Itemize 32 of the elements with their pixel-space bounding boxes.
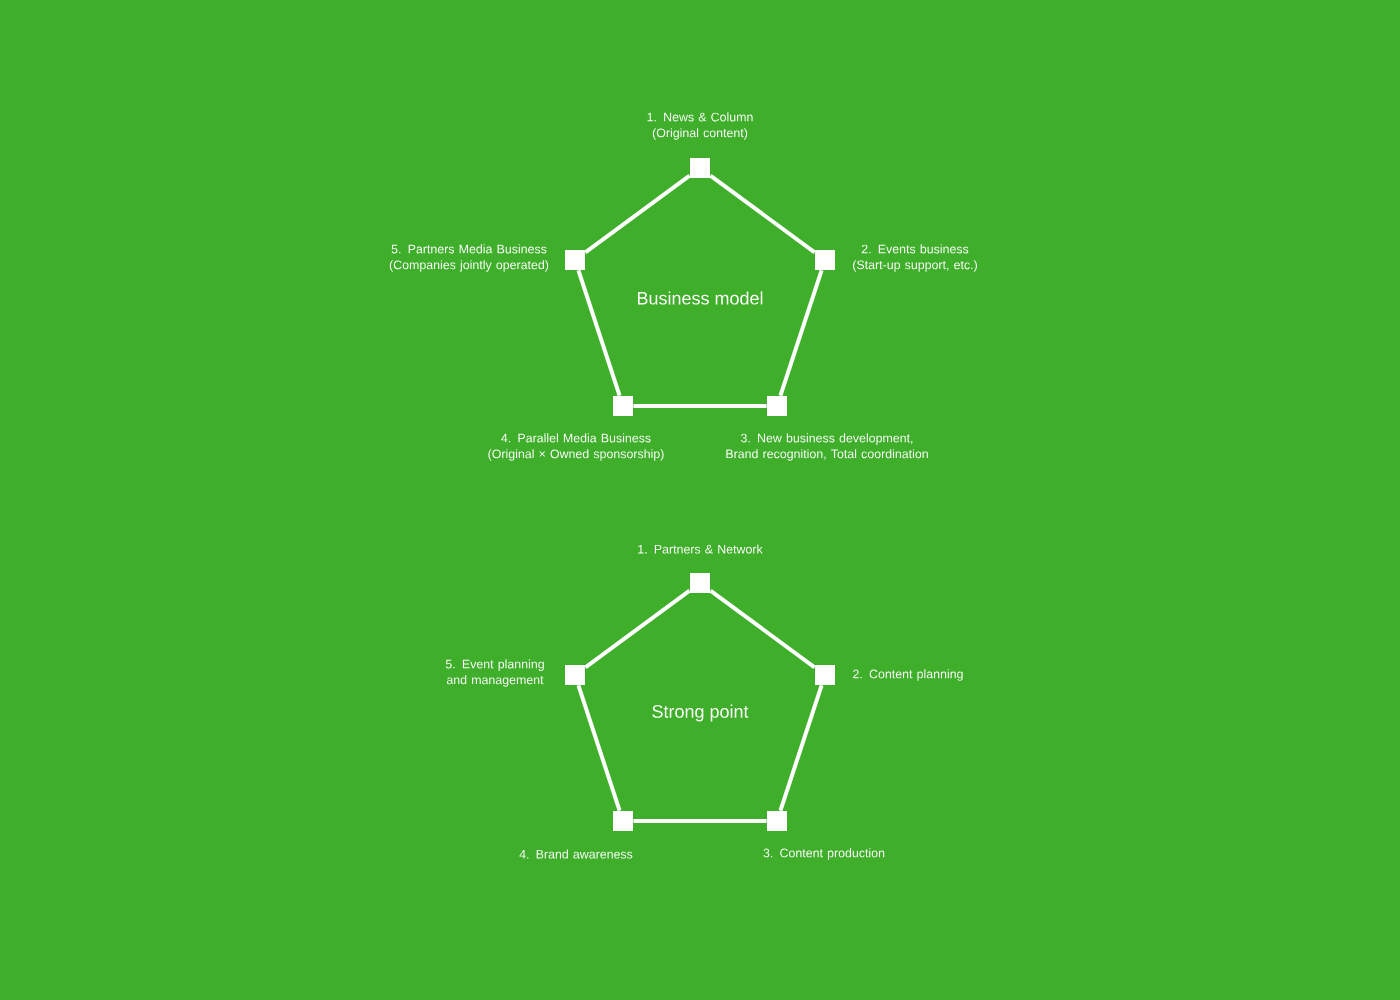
pentagon-side [709, 174, 816, 254]
pentagon-side [584, 589, 691, 669]
square-marker [815, 250, 835, 270]
center-title: Business model [637, 291, 763, 305]
square-marker [565, 250, 585, 270]
pentagon-side [709, 589, 816, 669]
square-marker [690, 573, 710, 593]
square-marker [815, 665, 835, 685]
square-marker [767, 811, 787, 831]
pentagon-side [584, 174, 691, 254]
square-marker [565, 665, 585, 685]
square-marker [613, 811, 633, 831]
pentagon-side [633, 819, 767, 823]
point-label: 1. News & Column (Original content) [647, 112, 753, 140]
point-label: 4. Brand awareness [519, 849, 633, 859]
square-marker [767, 396, 787, 416]
center-title: Strong point [652, 704, 749, 722]
point-label: 2. Events business (Start-up support, etc.) [853, 244, 977, 272]
pentagon-side [633, 404, 767, 408]
point-label: 2. Content planning [853, 669, 963, 681]
point-label: 1. Partners & Network [638, 544, 763, 554]
point-label: 5. Event planning and management [445, 659, 544, 687]
point-label: 4. Parallel Media Business (Original × Owned sponsorship) [488, 433, 664, 461]
point-label: 3. New business development, Brand recognition, Total coordination [726, 433, 928, 461]
point-label: 3. Content production [763, 848, 885, 860]
point-label: 5. Partners Media Business (Companies jointly operated) [389, 244, 549, 272]
square-marker [690, 158, 710, 178]
pentagon-side [576, 269, 622, 397]
square-marker [613, 396, 633, 416]
pentagon-side [778, 684, 824, 812]
pentagon-side [576, 684, 622, 812]
pentagon-side [778, 269, 824, 397]
